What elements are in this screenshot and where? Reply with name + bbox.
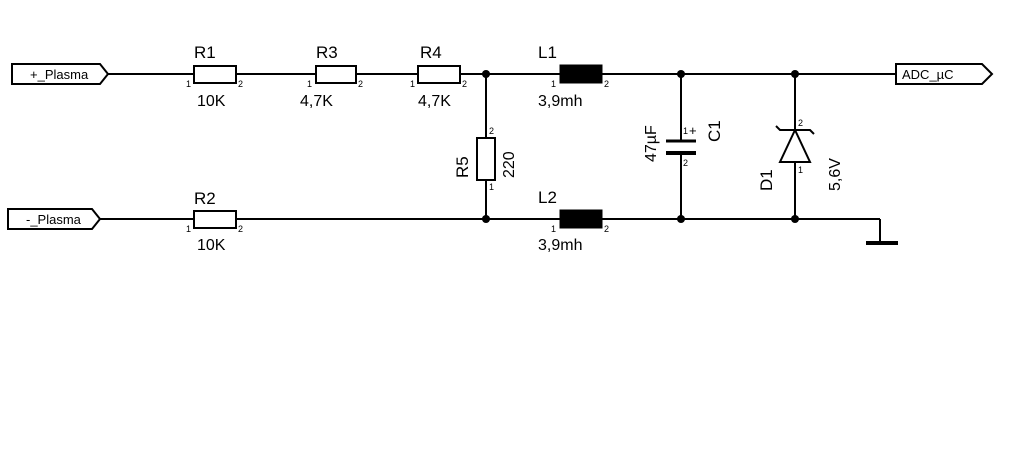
port-adc: ADC_µC (895, 63, 994, 85)
d1-pin1: 1 (798, 165, 803, 175)
inductor-l2: L2 3,9mh 1 2 (538, 188, 609, 254)
r2-pin2: 2 (238, 224, 243, 234)
d1-ref: D1 (757, 169, 776, 191)
branch-wires (485, 74, 796, 219)
c1-pin1: 1 (683, 126, 688, 136)
resistor-r2: R2 10K 1 2 (186, 189, 243, 254)
resistor-r5: R5 220 2 1 (453, 126, 518, 192)
d1-value: 5,6V (827, 158, 844, 191)
l1-value: 3,9mh (538, 93, 582, 110)
r3-ref: R3 (316, 43, 338, 62)
r1-value: 10K (197, 93, 226, 110)
d1-pin2: 2 (798, 118, 803, 128)
port-adc-label: ADC_µC (902, 67, 954, 82)
port-minus-plasma: -_Plasma (7, 208, 102, 230)
resistor-r1: R1 10K 1 2 (186, 43, 243, 110)
l1-pin1: 1 (551, 79, 556, 89)
r4-ref: R4 (420, 43, 442, 62)
ground-symbol (866, 219, 898, 245)
r5-value: 220 (501, 151, 518, 178)
r4-value: 4,7K (418, 93, 451, 110)
r5-ref: R5 (453, 156, 472, 178)
c1-polarity: + (689, 123, 697, 138)
r2-value: 10K (197, 237, 226, 254)
l2-pin1: 1 (551, 224, 556, 234)
c1-value: 47µF (643, 125, 660, 162)
l1-ref: L1 (538, 43, 557, 62)
r2-ref: R2 (194, 189, 216, 208)
c1-pin2: 2 (683, 158, 688, 168)
capacitor-c1: 47µF C1 1 + 2 (643, 120, 724, 168)
c1-ref: C1 (705, 120, 724, 142)
l2-pin2: 2 (604, 224, 609, 234)
resistor-r3: R3 4,7K 1 2 (300, 43, 363, 110)
port-minus-plasma-label: -_Plasma (26, 212, 82, 227)
port-plus-plasma-label: +_Plasma (30, 67, 89, 82)
r1-ref: R1 (194, 43, 216, 62)
r3-pin2: 2 (358, 79, 363, 89)
resistor-r4: R4 4,7K 1 2 (410, 43, 467, 110)
r4-pin1: 1 (410, 79, 415, 89)
junction-dots (482, 70, 799, 223)
l2-value: 3,9mh (538, 237, 582, 254)
port-plus-plasma: +_Plasma (11, 63, 110, 85)
r1-pin1: 1 (186, 79, 191, 89)
r2-pin1: 1 (186, 224, 191, 234)
r3-value: 4,7K (300, 93, 333, 110)
l2-ref: L2 (538, 188, 557, 207)
inductor-l1: L1 3,9mh 1 2 (538, 43, 609, 110)
r4-pin2: 2 (462, 79, 467, 89)
r3-pin1: 1 (307, 79, 312, 89)
r5-pin2: 2 (489, 126, 494, 136)
zener-diode-d1: D1 5,6V 2 1 (757, 118, 844, 191)
r5-pin1: 1 (489, 182, 494, 192)
r1-pin2: 2 (238, 79, 243, 89)
l1-pin2: 2 (604, 79, 609, 89)
